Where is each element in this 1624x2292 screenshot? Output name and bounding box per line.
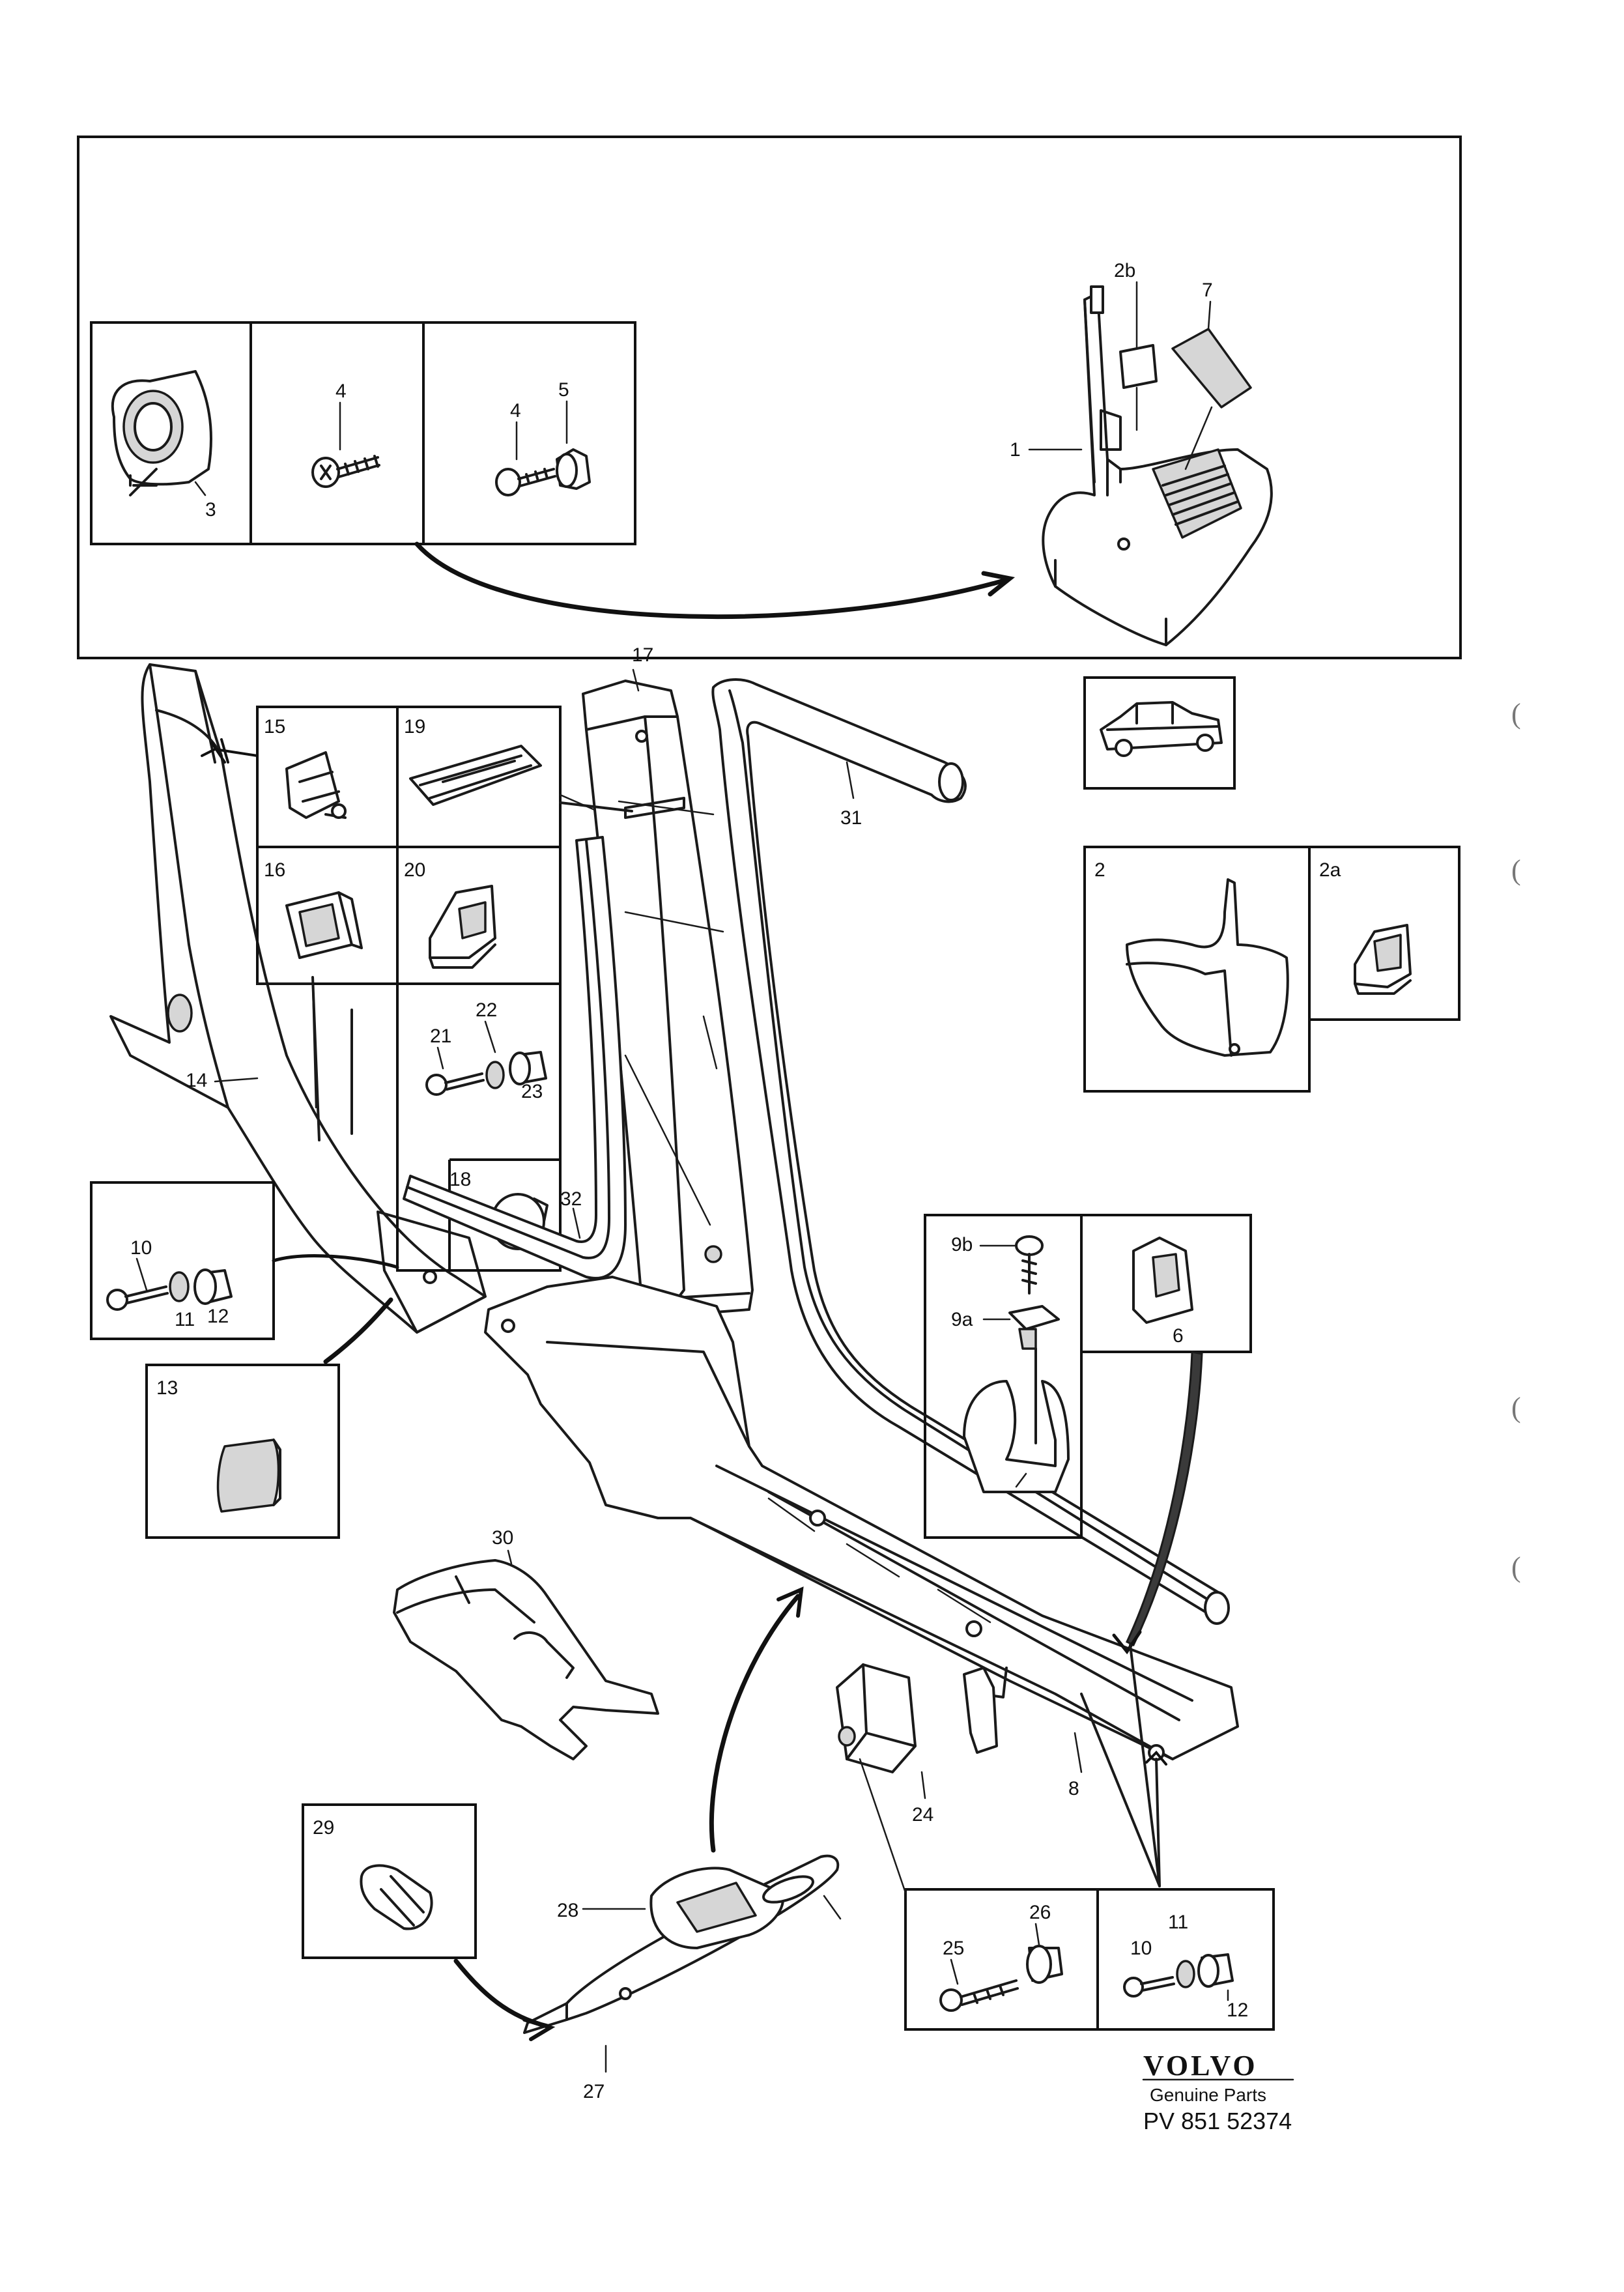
margin-mark: ( xyxy=(1511,698,1521,730)
callout-23: 23 xyxy=(521,1081,543,1102)
callout-15: 15 xyxy=(264,716,285,738)
leader-17-arrow xyxy=(624,1054,711,1226)
callout-4-right: 4 xyxy=(510,400,521,422)
brand-subtitle: Genuine Parts xyxy=(1150,2085,1266,2105)
callout-7: 7 xyxy=(1202,279,1213,301)
callout-11-right: 11 xyxy=(1168,1912,1188,1933)
door-seal-31: 31 xyxy=(711,678,1230,1625)
callout-12-left: 12 xyxy=(207,1306,229,1327)
fastener-box-right: 11 10 12 xyxy=(1096,1888,1275,2031)
sill-clip-24: 24 xyxy=(836,1663,933,1826)
arrow-to-14 xyxy=(272,1254,399,1269)
callout-2b: 2b xyxy=(1114,260,1135,281)
scuff-plate-27: 27 28 xyxy=(523,1854,842,2102)
fastener-box-9: 9b 9a 9 6 xyxy=(924,1214,1252,1539)
window-channel-32: 32 xyxy=(403,836,627,1280)
callout-20: 20 xyxy=(404,859,425,881)
arrow-27-to-sill xyxy=(709,1594,801,1853)
inset-part-1: 1 xyxy=(1010,285,1273,646)
callout-28: 28 xyxy=(557,1900,578,1921)
pillar-trim-14: 14 xyxy=(109,663,487,1334)
callout-31: 31 xyxy=(840,807,862,829)
callout-32: 32 xyxy=(560,1188,582,1210)
fastener-box-left: 10 11 12 xyxy=(90,1181,275,1340)
arrow-13 xyxy=(323,1297,393,1364)
callout-10-right: 10 xyxy=(1130,1938,1152,1959)
callout-19: 19 xyxy=(404,716,425,738)
inset-parts-4-5: 4 5 xyxy=(422,321,636,545)
callout-4-top: 4 xyxy=(335,380,347,402)
callout-2a: 2a xyxy=(1319,859,1341,881)
callout-6: 6 xyxy=(1173,1325,1184,1347)
car-thumbnail xyxy=(1083,676,1236,790)
top-inset-frame xyxy=(77,136,1462,659)
inset-arrow xyxy=(414,541,1009,620)
callout-9b: 9b xyxy=(951,1234,973,1255)
part-code: PV 851 52374 xyxy=(1143,2108,1292,2134)
arrow-29-to-27 xyxy=(453,1958,550,2029)
callout-30: 30 xyxy=(492,1527,513,1549)
sill-trim-8: 8 xyxy=(484,1276,1239,1799)
callout-11-left: 11 xyxy=(175,1309,195,1330)
part-2-box: 2 2a xyxy=(1083,846,1460,1093)
callout-26: 26 xyxy=(1029,1902,1051,1923)
inset-part-4: 4 xyxy=(249,321,425,545)
inset-part-2b: 2b xyxy=(1114,260,1158,431)
callout-12-right: 12 xyxy=(1227,1999,1248,2021)
arrow-6-to-sill xyxy=(1126,1351,1203,1647)
callout-17: 17 xyxy=(632,644,653,666)
fastener-box-25-26: 26 25 xyxy=(904,1888,1099,2031)
callout-8: 8 xyxy=(1068,1778,1079,1799)
brand-logo: VOLVO xyxy=(1143,2050,1258,2082)
callout-1: 1 xyxy=(1010,439,1021,461)
callout-21: 21 xyxy=(430,1025,451,1047)
callout-9a: 9a xyxy=(951,1309,973,1330)
callout-10-left: 10 xyxy=(130,1237,152,1259)
cover-30: 30 xyxy=(393,1527,659,1760)
callout-2: 2 xyxy=(1094,859,1105,881)
inset-part-3: 3 xyxy=(90,321,252,545)
margin-mark: ( xyxy=(1511,1392,1521,1424)
callout-27: 27 xyxy=(583,2081,605,2102)
leader-25-box xyxy=(859,1758,907,1894)
callout-3: 3 xyxy=(205,499,216,521)
callout-14: 14 xyxy=(186,1070,207,1091)
part-13-box: 13 xyxy=(145,1364,340,1539)
margin-mark: ( xyxy=(1511,854,1521,886)
callout-29: 29 xyxy=(313,1817,334,1839)
callout-22: 22 xyxy=(476,999,497,1021)
callout-13: 13 xyxy=(156,1377,178,1399)
inset-part-7: 7 xyxy=(1171,279,1252,470)
clip-grid: 15 19 16 20 22 21 23 18 xyxy=(256,706,562,1272)
callout-18: 18 xyxy=(449,1169,471,1190)
margin-mark: ( xyxy=(1511,1551,1521,1583)
callout-24: 24 xyxy=(912,1804,933,1826)
part-29-box: 29 xyxy=(302,1803,477,1959)
callout-5: 5 xyxy=(558,379,569,401)
callout-25: 25 xyxy=(943,1938,964,1959)
brand-block: VOLVO Genuine Parts PV 851 52374 xyxy=(1142,2050,1294,2134)
callout-16: 16 xyxy=(264,859,285,881)
